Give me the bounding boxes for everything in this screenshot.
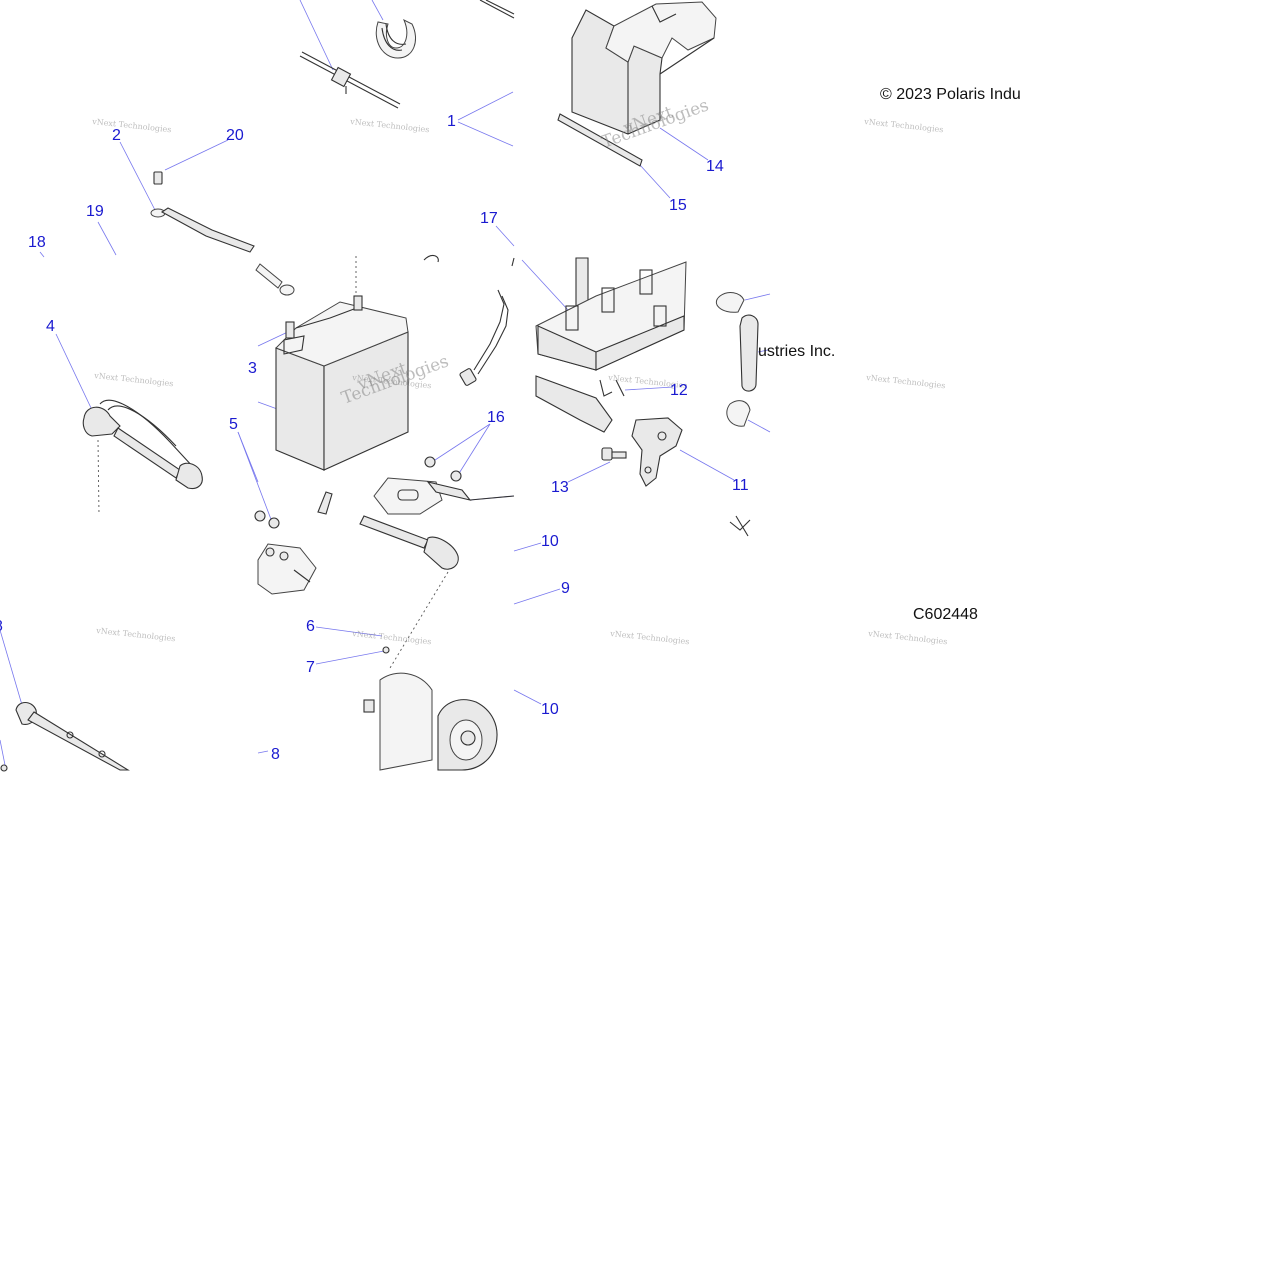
watermarks: vNext Technologies vNext Technologies vN… bbox=[91, 95, 948, 646]
battery-part bbox=[275, 295, 409, 471]
svg-text:vNext Technologies: vNext Technologies bbox=[93, 371, 174, 388]
strap-part bbox=[299, 0, 515, 109]
callout-1: 1 bbox=[447, 113, 456, 130]
cable-negative bbox=[82, 399, 203, 490]
callout-4: 4 bbox=[46, 318, 55, 335]
callout-10-lower: 10 bbox=[541, 701, 559, 718]
battery-cover-part bbox=[571, 1, 717, 135]
cable-positive bbox=[150, 171, 295, 296]
leader-lines bbox=[0, 0, 771, 771]
callout-11: 11 bbox=[732, 477, 749, 494]
callout-14: 14 bbox=[706, 158, 724, 175]
bolt-part bbox=[601, 379, 627, 461]
svg-text:vNext Technologies: vNext Technologies bbox=[863, 117, 944, 134]
svg-text:vNext Technologies: vNext Technologies bbox=[351, 629, 432, 646]
callout-2: 2 bbox=[112, 127, 121, 144]
callout-20: 20 bbox=[226, 127, 244, 144]
bracket-part bbox=[631, 417, 683, 487]
svg-text:vNext Technologies: vNext Technologies bbox=[865, 373, 946, 390]
svg-text:vNext Technologies: vNext Technologies bbox=[609, 629, 690, 646]
callout-15: 15 bbox=[669, 197, 687, 214]
callout-12: 12 bbox=[670, 382, 688, 399]
callout-5: 5 bbox=[229, 416, 238, 433]
callout-16: 16 bbox=[487, 409, 505, 426]
partial-company-text: ustries Inc. bbox=[758, 343, 835, 360]
mounting-plate-part bbox=[317, 477, 515, 515]
callout-18: 18 bbox=[28, 234, 46, 251]
sensor-wire-part bbox=[423, 254, 515, 386]
callout-7: 7 bbox=[306, 659, 315, 676]
figure-code: C602448 bbox=[913, 606, 978, 623]
retainer-strap-part bbox=[715, 292, 759, 537]
callout-6: 6 bbox=[306, 618, 315, 635]
foam-strip-part bbox=[557, 113, 643, 167]
callout-8: 8 bbox=[271, 746, 280, 763]
clamp-part bbox=[375, 18, 416, 59]
copyright-text: © 2023 Polaris Indu bbox=[880, 86, 1021, 103]
svg-text:vNext Technologies: vNext Technologies bbox=[867, 629, 948, 646]
cable-ground bbox=[0, 701, 130, 772]
callout-19: 19 bbox=[86, 203, 104, 220]
svg-text:vNext Technologies: vNext Technologies bbox=[91, 117, 172, 134]
callout-9: 9 bbox=[561, 580, 570, 597]
solenoid-part bbox=[257, 543, 317, 595]
callout-8-edge: 8 bbox=[0, 618, 3, 635]
starter-motor-part bbox=[363, 646, 498, 771]
cable-starter bbox=[359, 515, 459, 570]
battery-tray-part bbox=[535, 257, 687, 433]
callouts: 1 2 3 4 5 6 7 8 8 9 10 10 11 12 13 14 15… bbox=[0, 113, 749, 763]
callout-3: 3 bbox=[248, 360, 257, 377]
callout-10-upper: 10 bbox=[541, 533, 559, 550]
dashed-guides bbox=[97, 256, 449, 669]
svg-text:vNext Technologies: vNext Technologies bbox=[349, 117, 430, 134]
nut-parts bbox=[254, 456, 462, 529]
callout-13: 13 bbox=[551, 479, 569, 496]
callout-17: 17 bbox=[480, 210, 498, 227]
svg-text:vNext Technologies: vNext Technologies bbox=[95, 626, 176, 643]
